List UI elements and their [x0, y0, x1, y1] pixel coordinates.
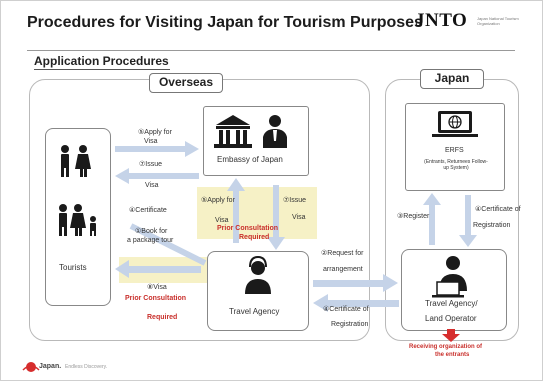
prior-consultation-highlight-embassy	[197, 187, 317, 239]
step-apply-visa: ⑤Apply for	[138, 129, 172, 136]
agency-issue-visa-arrow	[267, 185, 285, 250]
visa-to-tourists-arrow	[115, 260, 201, 278]
embassy-official-icon	[263, 115, 287, 148]
erfs-title: ERFS	[445, 147, 464, 154]
travel-agency-label: Travel Agency	[229, 307, 280, 316]
prior-consultation-note-1-line2: Required	[239, 234, 270, 241]
subtitle-underline	[34, 69, 170, 70]
title-divider	[27, 50, 515, 51]
receiving-organization-note-line2: the entrants	[435, 352, 470, 358]
request-arrangement-arrow	[313, 274, 398, 292]
certificate-registration-agency-arrow	[313, 294, 399, 312]
register-arrow	[423, 193, 441, 245]
erfs-monitor-icon	[432, 111, 478, 137]
tourists-couple-icon	[61, 145, 91, 177]
step-register: ③Register	[397, 213, 430, 220]
receiving-organization-note: Receiving organization of	[409, 344, 483, 350]
step-book-tour-2: a package tour	[127, 237, 174, 244]
japan-brand-icon	[22, 362, 40, 372]
embassy-building-icon	[214, 115, 252, 148]
step-visa: ⑧Visa	[147, 284, 167, 291]
step-certificate-registration-agency: ④Certificate of	[323, 306, 369, 313]
step-certificate-registration-erfs: ④Certificate of	[475, 206, 521, 213]
overseas-region-label: Overseas	[149, 73, 223, 93]
step-certificate-registration-erfs-2: Registration	[473, 222, 511, 229]
step-request-arrangement: ②Request for	[321, 250, 364, 257]
jnto-logo: JNTO	[415, 10, 468, 31]
erfs-description: (Entrants, Returnees Follow-up System)	[424, 159, 488, 171]
agency-apply-visa-arrow	[227, 178, 245, 243]
footer-brand: Japan.	[39, 363, 62, 370]
issue-visa-arrow	[115, 168, 199, 184]
step-issue-visa: ⑦Issue	[139, 161, 163, 168]
step-agency-apply-visa-2: Visa	[215, 217, 229, 224]
headset-operator-icon	[245, 255, 271, 294]
laptop-operator-icon	[432, 256, 467, 298]
certificate-registration-erfs-arrow	[459, 195, 477, 247]
embassy-label: Embassy of Japan	[217, 155, 283, 164]
step-agency-issue-visa-2: Visa	[292, 214, 306, 221]
step-agency-apply-visa: ⑤Apply for	[201, 197, 235, 204]
japan-region-label: Japan	[420, 69, 484, 89]
step-request-arrangement-2: arrangement	[323, 266, 363, 273]
land-operator-label-1: Travel Agency/	[425, 299, 478, 308]
jnto-logo-subtitle: Japan National Tourism Organization	[477, 16, 519, 26]
page-title: Procedures for Visiting Japan for Touris…	[27, 14, 423, 31]
step-book-tour: ①Book for	[135, 228, 168, 235]
step-issue-visa-2: Visa	[145, 182, 159, 189]
section-subtitle: Application Procedures	[34, 54, 169, 68]
step-certificate-registration-agency-2: Registration	[331, 321, 369, 328]
footer-tagline: Endless Discovery.	[65, 364, 108, 370]
step-apply-visa-2: Visa	[144, 138, 158, 145]
prior-consultation-note-1: Prior Consultation	[217, 225, 279, 232]
tourists-family-icon	[59, 204, 96, 236]
land-operator-label-2: Land Operator	[425, 314, 477, 323]
prior-consultation-note-2: Prior Consultation	[125, 295, 187, 302]
apply-visa-arrow	[115, 141, 199, 157]
erfs-box	[405, 103, 505, 191]
receiving-org-arrow	[442, 329, 460, 342]
step-certificate: ④Certificate	[129, 207, 167, 214]
tourists-label: Tourists	[59, 263, 87, 272]
step-agency-issue-visa: ⑦Issue	[283, 197, 307, 204]
book-tour-arrow	[129, 223, 207, 266]
prior-consultation-note-2-line2: Required	[147, 314, 178, 321]
